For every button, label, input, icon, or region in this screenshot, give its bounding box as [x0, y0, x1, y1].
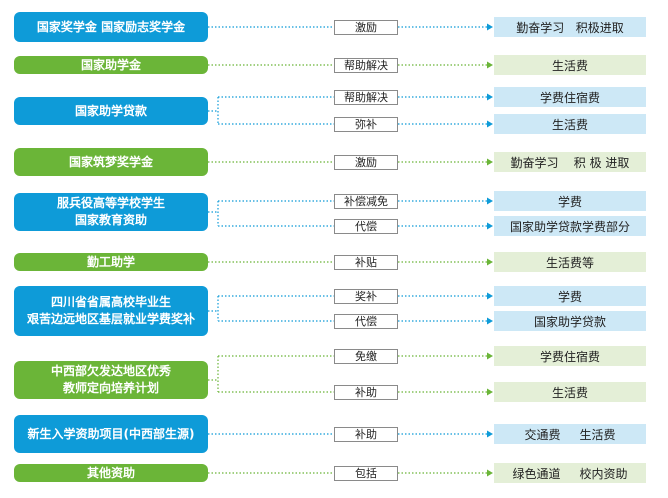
program-box: 新生入学资助项目(中西部生源)	[14, 415, 208, 453]
arrow-head	[487, 317, 493, 325]
action-label: 补贴	[334, 254, 398, 270]
outcome-box: 学费	[494, 286, 646, 306]
program-label: 服兵役高等学校学生	[56, 196, 165, 210]
arrow-head	[487, 158, 493, 166]
program-label: 国家助学金	[80, 57, 141, 72]
outcome-box: 绿色通道 校内资助	[494, 463, 646, 483]
arrow-head	[487, 61, 493, 69]
action-label: 补助	[334, 384, 398, 400]
program-box: 四川省省属高校毕业生艰苦边远地区基层就业学费奖补	[14, 286, 208, 336]
program-label: 新生入学资助项目(中西部生源)	[27, 426, 195, 441]
action-label: 代偿	[334, 218, 398, 234]
outcome-box: 生活费	[494, 382, 646, 402]
outcome-box: 生活费	[494, 55, 646, 75]
action-label: 代偿	[334, 313, 398, 329]
program-label: 国家奖学金 国家励志奖学金	[36, 19, 186, 34]
arrow-head	[487, 430, 493, 438]
program-box: 其他资助	[14, 464, 208, 482]
program-box: 国家助学金	[14, 56, 208, 74]
program-label: 勤工助学	[86, 254, 135, 269]
program-box: 中西部欠发达地区优秀教师定向培养计划	[14, 361, 208, 399]
action-label: 帮助解决	[334, 89, 398, 105]
program-label: 教师定向培养计划	[62, 381, 159, 395]
arrow-head	[487, 120, 493, 128]
action-label: 免缴	[334, 348, 398, 364]
outcome-box: 生活费等	[494, 252, 646, 272]
outcome-box: 交通费 生活费	[494, 424, 646, 444]
action-label: 补助	[334, 426, 398, 442]
outcome-box: 国家助学贷款学费部分	[494, 216, 646, 236]
program-box: 勤工助学	[14, 253, 208, 271]
program-label: 艰苦边远地区基层就业学费奖补	[26, 312, 195, 326]
arrow-head	[487, 258, 493, 266]
outcome-box: 国家助学贷款	[494, 311, 646, 331]
action-label: 激励	[334, 154, 398, 170]
program-box: 国家筑梦奖学金	[14, 148, 208, 176]
program-label: 四川省省属高校毕业生	[50, 295, 171, 309]
outcome-box: 学费住宿费	[494, 87, 646, 107]
program-box: 服兵役高等学校学生国家教育资助	[14, 193, 208, 231]
program-label: 其他资助	[86, 465, 135, 480]
arrow-head	[487, 352, 493, 360]
arrow-head	[487, 292, 493, 300]
program-label: 国家筑梦奖学金	[68, 154, 153, 169]
action-label: 补偿减免	[334, 193, 398, 209]
program-box: 国家助学贷款	[14, 97, 208, 125]
arrow-head	[487, 388, 493, 396]
action-label: 帮助解决	[334, 57, 398, 73]
outcome-box: 勤奋学习 积 极 进取	[494, 152, 646, 172]
action-label: 包括	[334, 465, 398, 481]
program-box: 国家奖学金 国家励志奖学金	[14, 12, 208, 42]
action-label: 激励	[334, 19, 398, 35]
outcome-box: 勤奋学习 积极进取	[494, 17, 646, 37]
action-label: 弥补	[334, 116, 398, 132]
arrow-head	[487, 23, 493, 31]
outcome-box: 生活费	[494, 114, 646, 134]
outcome-box: 学费	[494, 191, 646, 211]
arrow-head	[487, 222, 493, 230]
action-label: 奖补	[334, 288, 398, 304]
outcome-box: 学费住宿费	[494, 346, 646, 366]
program-label: 国家助学贷款	[74, 103, 147, 118]
arrow-head	[487, 93, 493, 101]
arrow-head	[487, 469, 493, 477]
program-label: 国家教育资助	[74, 213, 147, 227]
program-label: 中西部欠发达地区优秀	[50, 364, 171, 378]
arrow-head	[487, 197, 493, 205]
